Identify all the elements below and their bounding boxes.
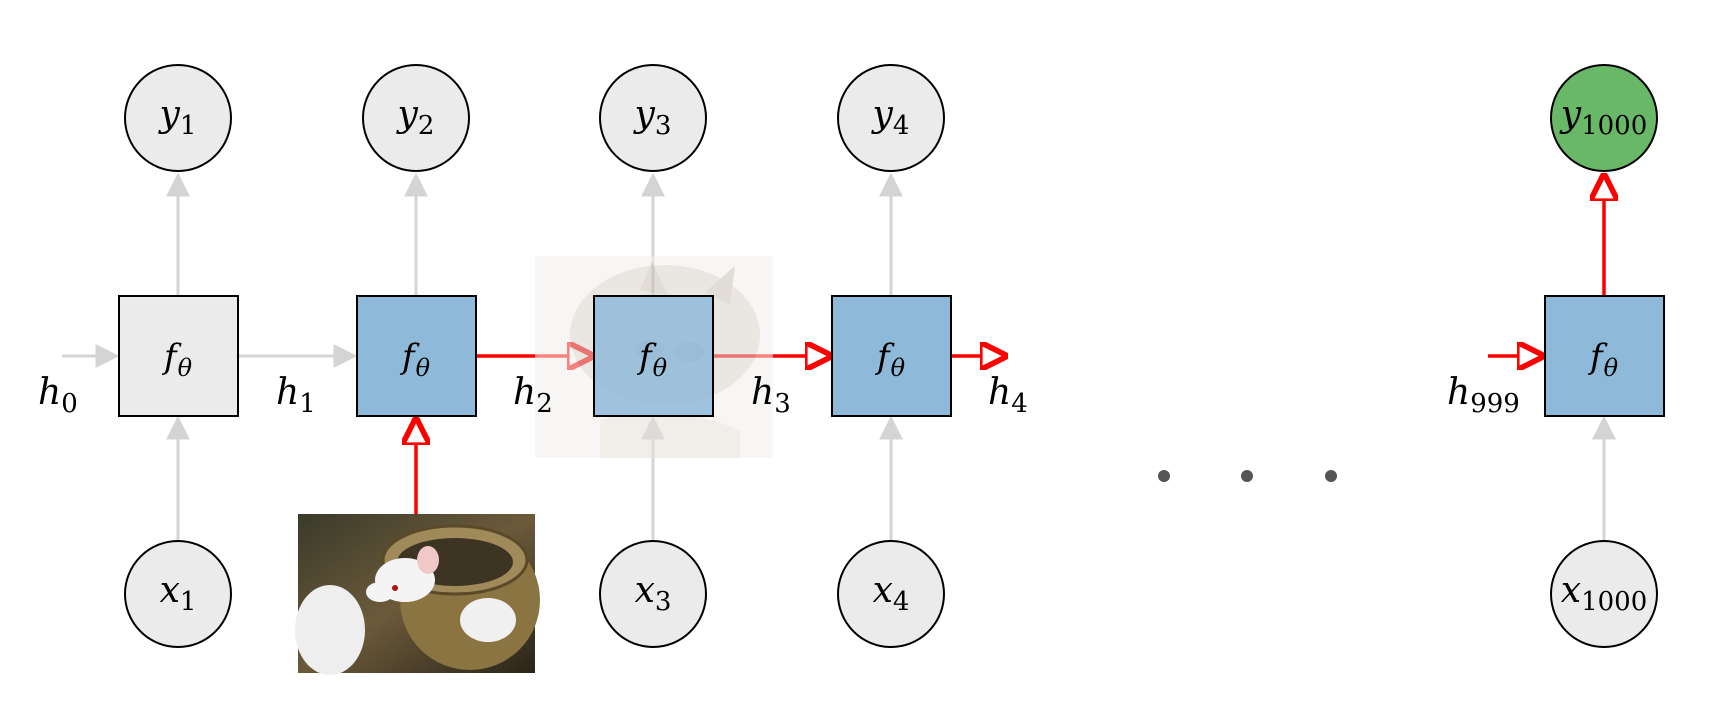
input-label-x1000: x1000 <box>1561 570 1647 617</box>
input-node-x1000 <box>1550 540 1658 648</box>
output-label-y2: y2 <box>396 94 435 141</box>
input-node-x3 <box>599 540 707 648</box>
hidden-label-h3: h3 <box>751 372 791 419</box>
hidden-label-h1: h1 <box>276 372 316 419</box>
cell-1 <box>118 295 239 417</box>
input-label-x1: x1 <box>160 570 197 617</box>
hidden-state-labels: h0 h1 h2 h3 h4 h999 <box>38 372 1520 419</box>
cell-3 <box>593 295 714 417</box>
mouse-photo <box>295 514 540 675</box>
cell-2 <box>356 295 477 417</box>
input-label-x3: x3 <box>635 570 672 617</box>
output-node-y1000 <box>1550 64 1658 172</box>
output-node-y2 <box>362 64 470 172</box>
input-node-x1 <box>124 540 232 648</box>
hidden-label-h4: h4 <box>988 372 1028 419</box>
output-node-y3 <box>599 64 707 172</box>
ellipsis-dots <box>1158 470 1337 482</box>
cell-1000 <box>1544 295 1665 417</box>
input-labels: x1 x3 x4 x1000 <box>160 570 1648 617</box>
output-label-y4: y4 <box>871 94 910 141</box>
output-labels: y1 y2 y3 y4 y1000 <box>158 94 1648 141</box>
output-node-y4 <box>837 64 945 172</box>
output-label-y1: y1 <box>158 94 197 141</box>
input-node-x4 <box>837 540 945 648</box>
hidden-label-h999: h999 <box>1447 372 1520 419</box>
output-node-y1 <box>124 64 232 172</box>
input-label-x4: x4 <box>873 570 910 617</box>
hidden-label-h2: h2 <box>513 372 553 419</box>
cell-label-1000: fθ <box>1587 337 1619 382</box>
cell-4 <box>831 295 952 417</box>
output-label-y3: y3 <box>633 94 672 141</box>
hidden-label-h0: h0 <box>38 372 78 419</box>
output-label-y1000: y1000 <box>1559 94 1648 141</box>
